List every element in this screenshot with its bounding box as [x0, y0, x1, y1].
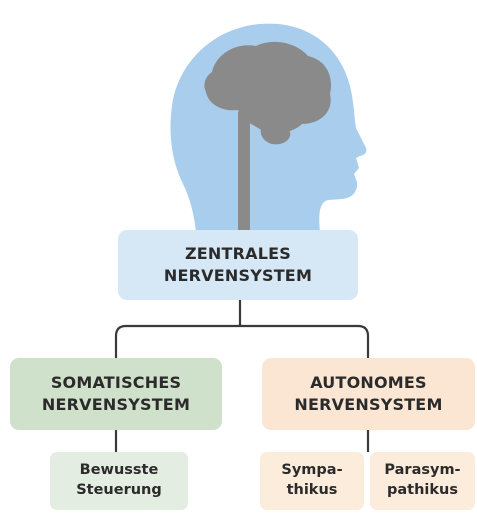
sympathetic-label: Sympa- thikus: [281, 462, 343, 498]
autonomic-nervous-system-label: AUTONOMES NERVENSYSTEM: [294, 373, 443, 414]
parasympathetic-label: Parasym- pathikus: [384, 462, 461, 498]
autonomic-nervous-system-box: AUTONOMES NERVENSYSTEM: [262, 358, 475, 430]
somatic-nervous-system-box: SOMATISCHES NERVENSYSTEM: [10, 358, 222, 430]
central-nervous-system-label: ZENTRALES NERVENSYSTEM: [163, 244, 313, 285]
sympathetic-box: Sympa- thikus: [260, 452, 364, 510]
conscious-control-label: Bewusste Steuerung: [76, 462, 162, 498]
cerebellum-icon: [260, 124, 291, 145]
spinal-cord: [238, 112, 250, 232]
connector-lines: [114, 300, 370, 452]
brain-icon: [204, 41, 332, 133]
central-nervous-system-box: ZENTRALES NERVENSYSTEM: [118, 230, 358, 300]
parasympathetic-box: Parasym- pathikus: [370, 452, 475, 510]
conscious-control-box: Bewusste Steuerung: [50, 452, 188, 510]
somatic-nervous-system-label: SOMATISCHES NERVENSYSTEM: [41, 373, 191, 414]
